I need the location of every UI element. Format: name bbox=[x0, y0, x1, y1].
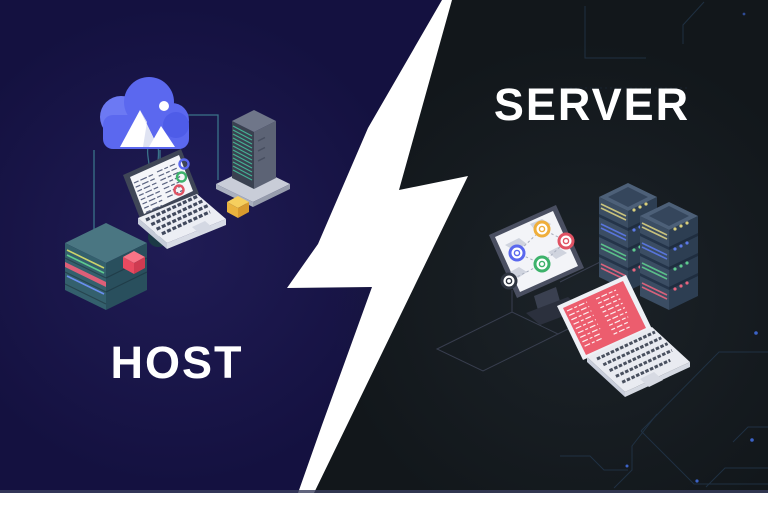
rack-stripes-green bbox=[600, 243, 627, 261]
code-lines bbox=[595, 289, 630, 335]
map-blob bbox=[510, 267, 527, 278]
badge-red bbox=[557, 232, 575, 250]
circuit-nodes bbox=[625, 12, 758, 483]
code-laptop-icon bbox=[557, 275, 690, 397]
host-laptop-icon bbox=[123, 149, 226, 249]
rack-stripes-green bbox=[641, 262, 668, 280]
laptop-base-side bbox=[138, 218, 167, 249]
server-label: SERVER bbox=[493, 78, 691, 130]
cube-right bbox=[134, 257, 145, 274]
circuit-line bbox=[640, 430, 768, 485]
laptop-screen bbox=[130, 155, 193, 214]
circuit-traces bbox=[560, 1, 768, 489]
rack-leds bbox=[673, 221, 689, 291]
rack-separator bbox=[599, 234, 628, 251]
rack-separator bbox=[640, 233, 669, 250]
laptop-base-side bbox=[587, 357, 625, 397]
badge-glyph bbox=[562, 237, 570, 245]
circuit-line bbox=[640, 351, 768, 432]
stack-stripe-pink bbox=[65, 262, 106, 287]
circuit-line bbox=[560, 455, 628, 471]
rack-top-inset bbox=[649, 206, 689, 226]
circuit-line bbox=[732, 426, 768, 443]
rack-separator bbox=[640, 273, 669, 290]
rack-separator bbox=[669, 273, 698, 290]
badge-glyph bbox=[513, 249, 521, 257]
circuit-line bbox=[613, 413, 658, 489]
badge-glyph bbox=[538, 260, 546, 268]
laptop-deck bbox=[587, 327, 690, 392]
laptop-red-screen bbox=[563, 281, 646, 355]
tower-slots bbox=[257, 136, 266, 162]
server-tower-icon bbox=[232, 110, 276, 189]
code-lines bbox=[156, 163, 184, 198]
cube-left bbox=[227, 202, 238, 218]
dashboard-badges bbox=[500, 220, 575, 290]
circuit-dot bbox=[742, 12, 746, 16]
host-label: HOST bbox=[110, 336, 244, 388]
banner: HOST SERVER bbox=[0, 0, 768, 493]
keyboard-keys bbox=[596, 330, 673, 384]
rack-stripes-yellow bbox=[641, 222, 668, 240]
tower-top bbox=[232, 110, 276, 132]
badge-green bbox=[533, 255, 551, 273]
cloud-shade bbox=[163, 112, 189, 138]
rack-separator bbox=[599, 214, 628, 231]
circuit-dot bbox=[625, 464, 629, 468]
cloud-icon bbox=[100, 77, 189, 149]
cube-left bbox=[123, 257, 134, 274]
cube-right bbox=[238, 202, 249, 218]
circuit-dot bbox=[750, 438, 754, 442]
rack-separator bbox=[669, 253, 698, 270]
badge-yellow bbox=[533, 220, 551, 238]
connector-line bbox=[186, 114, 219, 180]
dashboard-monitor-icon bbox=[489, 205, 584, 325]
server-illustration bbox=[435, 183, 698, 397]
stack-stripe-blue bbox=[66, 275, 105, 295]
status-ring-blue bbox=[178, 158, 190, 170]
rack-stripes-pink bbox=[641, 282, 668, 300]
circuit-dot bbox=[754, 331, 758, 335]
platform-side bbox=[253, 184, 290, 207]
stack-stripe-green bbox=[66, 254, 105, 274]
map-blob bbox=[548, 247, 567, 259]
status-ring-red bbox=[173, 184, 185, 196]
rack-stripes-yellow bbox=[600, 203, 627, 221]
circuit-dot bbox=[695, 479, 699, 483]
mountain-small bbox=[149, 126, 175, 147]
lightning-bolt-icon bbox=[287, 0, 468, 493]
badge-dark bbox=[500, 272, 518, 290]
rack-stripes-blue bbox=[641, 242, 668, 260]
mountain-shadow bbox=[140, 110, 158, 147]
tower-right-face bbox=[254, 121, 276, 189]
banner-art bbox=[0, 0, 768, 493]
trackpad bbox=[192, 221, 213, 234]
server-rack-icon bbox=[640, 202, 698, 310]
code-lines bbox=[566, 301, 602, 347]
host-illustration bbox=[64, 77, 290, 310]
badge-blue bbox=[508, 244, 526, 262]
badge-glyph bbox=[505, 277, 513, 285]
rack-separator bbox=[669, 233, 698, 250]
circuit-line bbox=[705, 467, 768, 488]
rack-separator bbox=[599, 254, 628, 271]
circuit-line bbox=[584, 6, 646, 59]
stack-stripe-yellow bbox=[66, 249, 105, 269]
rack-top-inset bbox=[608, 187, 648, 207]
yellow-cube-icon bbox=[227, 196, 249, 218]
status-ring-green bbox=[175, 171, 188, 183]
sun-dot bbox=[159, 101, 169, 111]
circuit-line bbox=[682, 1, 705, 44]
rack-separator bbox=[640, 253, 669, 270]
stack-grooves bbox=[64, 257, 107, 305]
trackpad bbox=[640, 372, 663, 387]
database-stack-icon bbox=[64, 223, 168, 310]
tower-led-stripes bbox=[232, 125, 253, 181]
red-cube-icon bbox=[123, 251, 145, 274]
rack-stripes-blue bbox=[600, 223, 627, 241]
badge-glyph bbox=[538, 225, 546, 233]
banner-bottom-border bbox=[0, 490, 768, 493]
code-lines bbox=[133, 173, 163, 213]
